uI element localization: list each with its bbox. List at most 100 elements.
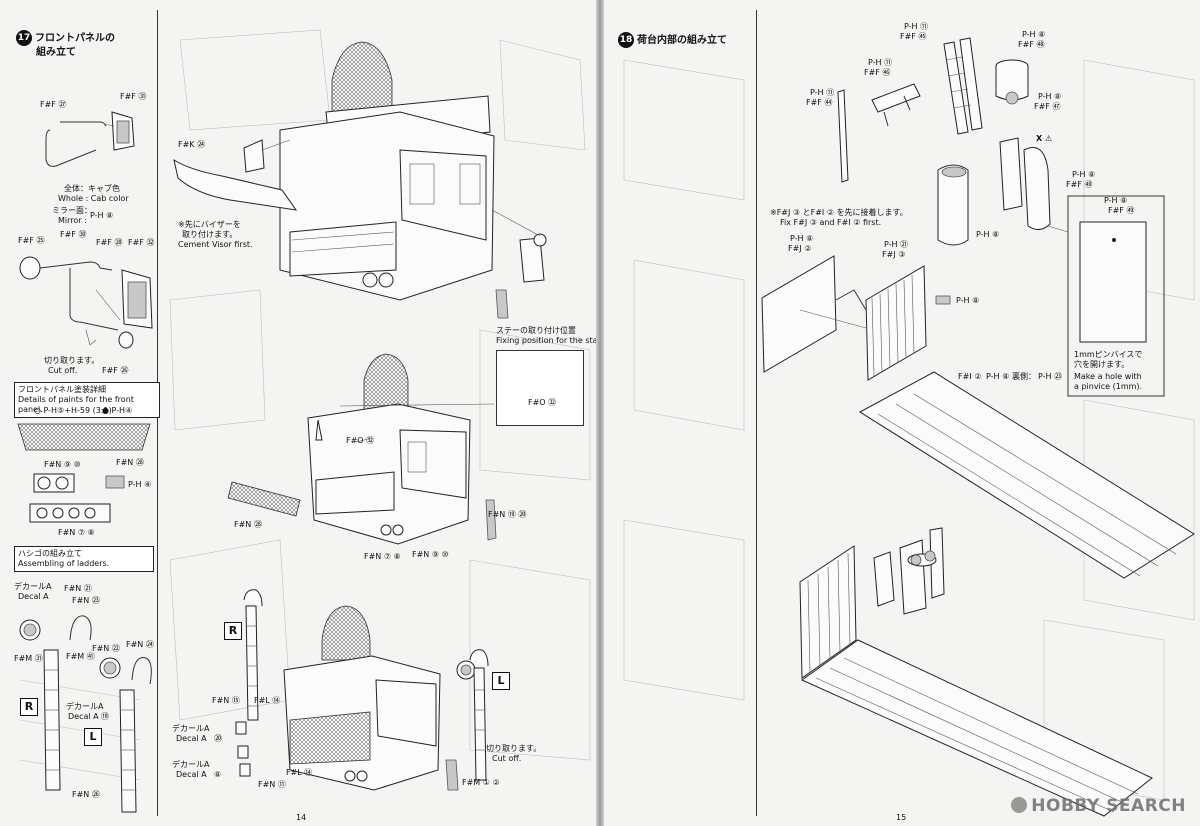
page-number-14: 14 — [296, 813, 307, 822]
decal-a-jp: デカールA — [14, 582, 52, 591]
paint-mix-note: ○ P-H⑤+H-59 (3:1) — [34, 406, 112, 415]
label-f-o32-a: F#O ㉜ — [528, 398, 557, 407]
stay-note-jp: ステーの取り付け位置 — [496, 326, 576, 335]
floor-bed-lower — [799, 527, 1153, 817]
cut-off-en-b: Cut off. — [492, 754, 522, 763]
column-divider-right — [756, 10, 757, 816]
label-f-f26: F#F ㉖ — [102, 366, 129, 375]
label-f-f28: F#F ㉘ — [96, 238, 123, 247]
decal-a2-en: Decal A ⑲ — [68, 712, 110, 721]
color-note-en: Whole : Cab color — [58, 194, 129, 203]
label-f-f31: F#F ㉛ — [120, 92, 147, 101]
large-mirror-drawing — [19, 256, 153, 349]
ladders-title-en: Assembling of ladders. — [18, 559, 110, 568]
label-f-m61: F#M ㉛ — [14, 654, 43, 663]
label-f-l14-b: F#L ⑭ — [286, 768, 313, 777]
color-note-jp: 全体：キャブ色 — [64, 184, 120, 193]
ladders-title-jp: ハシゴの組み立て — [18, 549, 82, 558]
label-p8-a: P-H ⑧ — [1022, 30, 1046, 39]
label-f-j3: F#J ③ — [882, 250, 906, 259]
mirror-paint: P-H ⑧ — [90, 211, 114, 220]
label-f-n11: F#N ⑪ — [258, 780, 286, 789]
stay-note-en: Fixing position for the stay — [496, 336, 596, 345]
label-f-n28-a: F#N ㉘ — [116, 458, 144, 467]
step-17-title-line2: 組み立て — [36, 47, 76, 58]
decal-a-en-b1: Decal A — [176, 734, 207, 743]
ladder-r-marker: R — [20, 698, 38, 716]
cab-r-marker: R — [224, 622, 242, 640]
label-p8-f: P-H ⑧ — [956, 296, 980, 305]
ladder-l-marker: L — [84, 728, 102, 746]
label-p8-c: P-H ⑧ — [1072, 170, 1096, 179]
label-p23: P-H ㉓ — [1038, 372, 1063, 381]
label-f-f45: F#F ㊺ — [900, 32, 927, 41]
cab-drawing-top — [173, 41, 547, 319]
decal-a2-jp: デカールA — [66, 702, 104, 711]
cut-off-jp: 切り取ります。 — [44, 356, 100, 365]
label-f-o32-b: F#O ㉜ — [346, 436, 375, 445]
cab-drawing-bottom — [235, 589, 489, 791]
label-p21: P-H ㉑ — [884, 240, 909, 249]
front-panel-grille-drawing — [17, 423, 151, 523]
do-not-cement-mark: X ⚠ — [1036, 134, 1053, 143]
floor-back-side: 裏側： — [1012, 372, 1036, 381]
label-f-n21: F#N ㉑ — [64, 584, 92, 593]
label-f-n7-8-b: F#N ⑦ ⑧ — [364, 552, 401, 561]
label-p8-h: P-H ⑧ — [986, 372, 1010, 381]
label-f-f47: F#F ㊼ — [1034, 102, 1061, 111]
mirror-face-en: Mirror : — [58, 216, 87, 225]
mirror-face-jp: ミラー面： — [52, 206, 92, 215]
label-f-j2: F#J ② — [788, 244, 812, 253]
cab-drawing-middle — [227, 353, 497, 545]
label-f-n22: F#N ㉒ — [92, 644, 120, 653]
label-f-f25: F#F ㉕ — [18, 236, 45, 245]
paint-details-box: フロントパネル塗装詳細 Details of paints for the fr… — [14, 382, 160, 418]
top-parts-drawing — [837, 37, 1051, 246]
decal-a-en-b2: Decal A — [176, 770, 207, 779]
label-f-f32: F#F ㉜ — [128, 238, 155, 247]
decal-a-num-b2: ⑧ — [214, 770, 222, 779]
label-f-n26: F#N ㉖ — [72, 790, 100, 799]
label-p8-g: P-H ⑧ — [1104, 196, 1128, 205]
fix-note-jp: ※F#J ③ とF#I ② を先に接着します。 — [770, 208, 908, 217]
page-number-15: 15 — [896, 813, 907, 822]
label-f-l14-a: F#L ⑭ — [254, 696, 281, 705]
label-f-n9-10: F#N ⑨ ⑩ — [44, 460, 81, 469]
step-17-badge: 17 — [16, 30, 32, 46]
stay-detail-callout — [496, 350, 584, 426]
cut-off-en: Cut off. — [48, 366, 78, 375]
label-f-m1-2: F#M ① ② — [462, 778, 500, 787]
visor-note-en: Cement Visor first. — [178, 240, 253, 249]
visor-note-jp2: 取り付けます。 — [182, 230, 238, 239]
hobby-search-logo-icon — [1011, 797, 1028, 813]
paint-dot-note: ● P-H④ — [102, 406, 133, 415]
tailgate-panels-drawing — [761, 255, 951, 381]
book-gutter — [596, 0, 604, 826]
paint-details-title-en: Details of paints for the front panel. — [18, 395, 134, 414]
pinvice-note-jp2: 穴を開けます。 — [1074, 360, 1130, 369]
ladders-box: ハシゴの組み立て Assembling of ladders. — [14, 546, 154, 572]
label-f-f49-b: F#F ㊾ — [1108, 206, 1135, 215]
ladders-drawing — [19, 615, 152, 813]
label-f-n7-8: F#N ⑦ ⑧ — [58, 528, 95, 537]
label-f-f49-a: F#F ㊾ — [1066, 180, 1093, 189]
callout-panel-drawing — [1047, 195, 1165, 397]
pinvice-note-en1: Make a hole with — [1074, 372, 1142, 381]
step-18-title-text: 荷台内部の組み立て — [637, 35, 727, 46]
cut-off-jp-b: 切り取ります。 — [486, 744, 542, 753]
label-p8-e: P-H ⑧ — [790, 234, 814, 243]
label-p8-d: P-H ⑧ — [976, 230, 1000, 239]
watermark-text: HOBBY SEARCH — [1031, 796, 1186, 816]
label-f-i2: F#I ② — [958, 372, 982, 381]
right-page-drawings — [623, 37, 1195, 817]
pinvice-note-en2: a pinvice (1mm). — [1074, 382, 1143, 391]
label-p11-c: P-H ⑪ — [810, 88, 835, 97]
visor-note-jp1: ※先にバイザーを — [178, 220, 241, 229]
label-f-f48: F#F ㊽ — [1018, 40, 1045, 49]
floor-bed-upper — [859, 371, 1195, 579]
label-f-k24: F#K ㉔ — [178, 140, 206, 149]
decal-a-jp-b2: デカールA — [172, 760, 210, 769]
label-f-n24: F#N ㉔ — [126, 640, 154, 649]
